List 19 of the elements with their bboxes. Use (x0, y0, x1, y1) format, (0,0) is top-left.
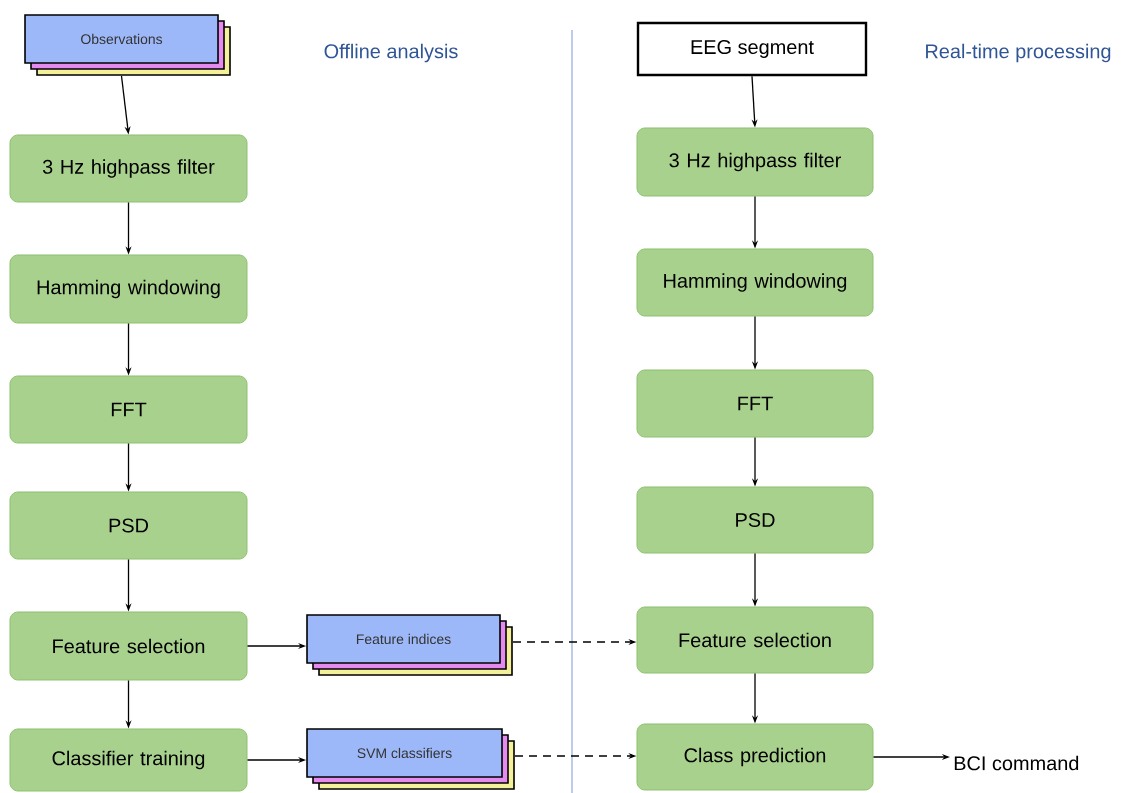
document-stack: Feature indices (306, 614, 513, 676)
process-box: Hamming windowing (636, 248, 874, 317)
process-box: Feature selection (9, 611, 248, 681)
process-box: FFT (9, 375, 248, 444)
process-box: FFT (636, 369, 874, 438)
document-stack: Observations (24, 14, 231, 76)
input-box: EEG segment (636, 21, 868, 77)
process-box: PSD (636, 486, 874, 554)
process-box: Classifier training (9, 728, 248, 792)
process-box: PSD (9, 491, 248, 560)
document-stack: SVM classifiers (306, 728, 515, 790)
section-heading: Offline analysis (324, 43, 458, 63)
output-label: BCI command (954, 755, 1079, 771)
process-box: Class prediction (636, 723, 874, 791)
section-heading: Real-time processing (926, 43, 1111, 63)
process-box: Hamming windowing (9, 254, 248, 324)
process-box: 3 Hz highpass filter (636, 127, 874, 197)
process-box: 3 Hz highpass filter (9, 134, 248, 203)
process-box: Feature selection (636, 606, 874, 674)
